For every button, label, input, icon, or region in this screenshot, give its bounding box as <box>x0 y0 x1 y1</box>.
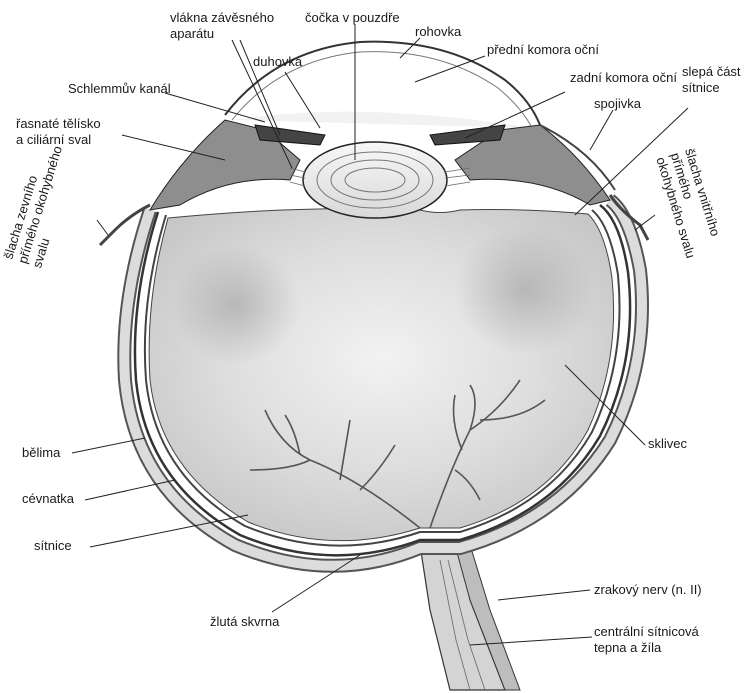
label-rohovka: rohovka <box>415 24 462 39</box>
vitreous-shading-right <box>455 225 595 355</box>
label-predni-komora: přední komora oční <box>487 42 599 57</box>
label-sitnice: sítnice <box>34 538 72 553</box>
label-zadni-komora: zadní komora oční <box>570 70 677 85</box>
label-zluta-skvrna: žlutá skvrna <box>210 614 280 629</box>
label-rasnate-line2: a ciliární sval <box>16 132 91 147</box>
ciliary-body-right <box>430 125 610 205</box>
label-vlakna-line2: aparátu <box>170 26 214 41</box>
label-centralni-line2: tepna a žíla <box>594 640 662 655</box>
label-slepa-line1: slepá část <box>682 64 741 79</box>
label-slacha-vnitrni: šlacha vnitřního přímého okohybného sval… <box>653 146 727 259</box>
label-rasnate-line1: řasnaté tělísko <box>16 116 101 131</box>
label-duhovka: duhovka <box>253 54 303 69</box>
label-belima: bělima <box>22 445 61 460</box>
label-zrakovy-nerv: zrakový nerv (n. II) <box>594 582 702 597</box>
label-cevnatka: cévnatka <box>22 491 75 506</box>
label-spojivka: spojivka <box>594 96 642 111</box>
label-centralni-line1: centrální sítnicová <box>594 624 700 639</box>
label-cocka: čočka v pouzdře <box>305 10 400 25</box>
ciliary-body-left <box>150 120 325 210</box>
optic-nerve <box>420 545 520 690</box>
label-schlemmuv: Schlemmův kanál <box>68 81 171 96</box>
label-sklivec: sklivec <box>648 436 688 451</box>
label-slepa-line2: sítnice <box>682 80 720 95</box>
label-vlakna-line1: vlákna závěsného <box>170 10 274 25</box>
label-slacha-zevni: šlacha zevního přímého okohybného svalu <box>1 140 80 270</box>
lens <box>303 142 447 218</box>
vitreous-shading-left <box>170 245 300 365</box>
